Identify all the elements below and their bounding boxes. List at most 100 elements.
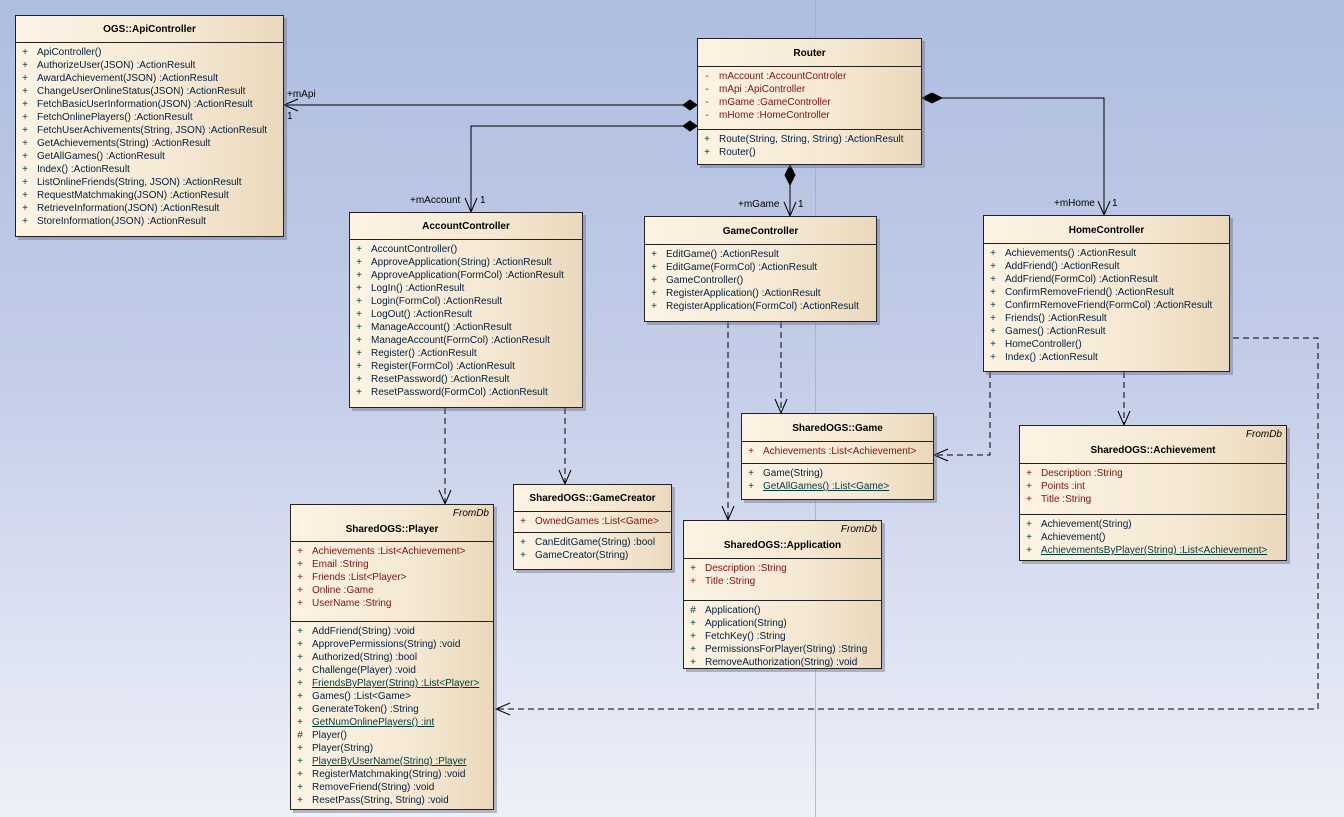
operation-row[interactable]: +Register() :ActionResult [350, 347, 582, 360]
dep-home-game[interactable] [934, 372, 991, 456]
operation-row[interactable]: +FetchUserAchivements(String, JSON) :Act… [16, 124, 283, 137]
class-game-creator[interactable]: SharedOGS::GameCreator +OwnedGames :List… [513, 484, 672, 570]
operation-row[interactable]: +ApproveApplication(FormCol) :ActionResu… [350, 269, 582, 282]
operation-row[interactable]: +Achievement() [1020, 531, 1286, 544]
operation-row[interactable]: +Games() :ActionResult [984, 325, 1229, 338]
class-api-controller[interactable]: OGS::ApiController +ApiController()+Auth… [15, 15, 284, 237]
operation-row[interactable]: +Achievements() :ActionResult [984, 247, 1229, 260]
operation-row[interactable]: +LogIn() :ActionResult [350, 282, 582, 295]
operation-row[interactable]: +GameController() [645, 274, 876, 287]
attribute-row[interactable]: +Description :String [1020, 467, 1286, 480]
operation-row[interactable]: +Friends() :ActionResult [984, 312, 1229, 325]
operation-row[interactable]: +GetNumOnlinePlayers() :int [291, 716, 493, 729]
operation-row[interactable]: +ResetPass(String, String) :void [291, 794, 493, 807]
class-game-controller[interactable]: GameController +EditGame() :ActionResult… [644, 216, 877, 322]
operation-row[interactable]: +CanEditGame(String) :bool [514, 536, 671, 549]
operation-row[interactable]: +AddFriend(String) :void [291, 625, 493, 638]
operation-row[interactable]: +ManageAccount(FormCol) :ActionResult [350, 334, 582, 347]
operation-row[interactable]: +FriendsByPlayer(String) :List<Player> [291, 677, 493, 690]
operation-row[interactable]: #Application() [684, 604, 881, 617]
operation-row[interactable]: +ChangeUserOnlineStatus(JSON) :ActionRes… [16, 85, 283, 98]
operation-row[interactable]: +RemoveFriend(String) :void [291, 781, 493, 794]
operation-row[interactable]: +ConfirmRemoveFriend(FormCol) :ActionRes… [984, 299, 1229, 312]
operation-row[interactable]: +AddFriend() :ActionResult [984, 260, 1229, 273]
assoc-router-game[interactable] [783, 163, 797, 218]
operation-row[interactable]: +EditGame(FormCol) :ActionResult [645, 261, 876, 274]
operation-row[interactable]: +Achievement(String) [1020, 518, 1286, 531]
assoc-router-home[interactable] [920, 92, 1111, 217]
assoc-router-api[interactable] [282, 98, 698, 112]
attribute-row[interactable]: +Description :String [684, 562, 881, 575]
attribute-row[interactable]: +Title :String [684, 575, 881, 588]
operation-row[interactable]: +RetrieveInformation(JSON) :ActionResult [16, 202, 283, 215]
operation-row[interactable]: +Challenge(Player) :void [291, 664, 493, 677]
operation-row[interactable]: +ManageAccount() :ActionResult [350, 321, 582, 334]
operation-row[interactable]: +ConfirmRemoveFriend() :ActionResult [984, 286, 1229, 299]
operation-row[interactable]: +AuthorizeUser(JSON) :ActionResult [16, 59, 283, 72]
operation-row[interactable]: +Router() [698, 146, 921, 159]
attribute-row[interactable]: -mApi :ApiController [698, 83, 921, 96]
attribute-row[interactable]: +Achievements :List<Achievement> [291, 545, 493, 558]
operation-row[interactable]: +Register(FormCol) :ActionResult [350, 360, 582, 373]
attribute-row[interactable]: +Achievements :List<Achievement> [742, 445, 933, 458]
operation-row[interactable]: +RegisterMatchmaking(String) :void [291, 768, 493, 781]
attribute-row[interactable]: +Email :String [291, 558, 493, 571]
attribute-row[interactable]: +UserName :String [291, 597, 493, 610]
operation-row[interactable]: +GetAllGames() :List<Game> [742, 480, 933, 493]
operation-row[interactable]: +ApiController() [16, 46, 283, 59]
class-account-controller[interactable]: AccountController +AccountController()+A… [349, 212, 583, 408]
operation-row[interactable]: +GetAllGames() :ActionResult [16, 150, 283, 163]
operation-row[interactable]: +AccountController() [350, 243, 582, 256]
dep-home-player[interactable] [496, 337, 1319, 710]
operation-row[interactable]: +PermissionsForPlayer(String) :String [684, 643, 881, 656]
assoc-router-account[interactable] [464, 120, 698, 214]
operation-row[interactable]: +Application(String) [684, 617, 881, 630]
operation-row[interactable]: +AwardAchievement(JSON) :ActionResult [16, 72, 283, 85]
operation-row[interactable]: +ListOnlineFriends(String, JSON) :Action… [16, 176, 283, 189]
operation-row[interactable]: +EditGame() :ActionResult [645, 248, 876, 261]
class-player[interactable]: FromDb SharedOGS::Player +Achievements :… [290, 504, 494, 810]
attribute-row[interactable]: +OwnedGames :List<Game> [514, 515, 671, 528]
attribute-row[interactable]: +Online :Game [291, 584, 493, 597]
attribute-row[interactable]: +Friends :List<Player> [291, 571, 493, 584]
operation-row[interactable]: +Games() :List<Game> [291, 690, 493, 703]
operation-row[interactable]: +Index() :ActionResult [16, 163, 283, 176]
operation-row[interactable]: +RemoveAuthorization(String) :void [684, 656, 881, 669]
attribute-row[interactable]: -mHome :HomeController [698, 109, 921, 122]
operation-row[interactable]: +Player(String) [291, 742, 493, 755]
operation-row[interactable]: +ApprovePermissions(String) :void [291, 638, 493, 651]
operation-row[interactable]: +StoreInformation(JSON) :ActionResult [16, 215, 283, 228]
class-home-controller[interactable]: HomeController +Achievements() :ActionRe… [983, 215, 1230, 372]
operation-row[interactable]: +GameCreator(String) [514, 549, 671, 562]
operation-row[interactable]: +Game(String) [742, 467, 933, 480]
operation-row[interactable]: +RegisterApplication(FormCol) :ActionRes… [645, 300, 876, 313]
attribute-row[interactable]: -mGame :GameController [698, 96, 921, 109]
operation-row[interactable]: +HomeController() [984, 338, 1229, 351]
operation-row[interactable]: +ResetPassword(FormCol) :ActionResult [350, 386, 582, 399]
operation-row[interactable]: +Authorized(String) :bool [291, 651, 493, 664]
operation-row[interactable]: +RequestMatchmaking(JSON) :ActionResult [16, 189, 283, 202]
operation-row[interactable]: +Index() :ActionResult [984, 351, 1229, 364]
operation-row[interactable]: +FetchKey() :String [684, 630, 881, 643]
operation-row[interactable]: +Login(FormCol) :ActionResult [350, 295, 582, 308]
operation-row[interactable]: +LogOut() :ActionResult [350, 308, 582, 321]
operation-row[interactable]: +AddFriend(FormCol) :ActionResult [984, 273, 1229, 286]
operation-row[interactable]: +GetAchievements(String) :ActionResult [16, 137, 283, 150]
class-achievement[interactable]: FromDb SharedOGS::Achievement +Descripti… [1019, 425, 1287, 561]
operation-row[interactable]: #Player() [291, 729, 493, 742]
operation-row[interactable]: +RegisterApplication() :ActionResult [645, 287, 876, 300]
operation-row[interactable]: +FetchBasicUserInformation(JSON) :Action… [16, 98, 283, 111]
operation-row[interactable]: +PlayerByUserName(String) :Player [291, 755, 493, 768]
operation-row[interactable]: +GenerateToken() :String [291, 703, 493, 716]
operation-row[interactable]: +FetchOnlinePlayers() :ActionResult [16, 111, 283, 124]
class-game[interactable]: SharedOGS::Game +Achievements :List<Achi… [741, 413, 934, 500]
attribute-row[interactable]: +Title :String [1020, 493, 1286, 506]
operation-row[interactable]: +Route(String, String, String) :ActionRe… [698, 133, 921, 146]
class-application[interactable]: FromDb SharedOGS::Application +Descripti… [683, 520, 882, 669]
operation-row[interactable]: +ApproveApplication(String) :ActionResul… [350, 256, 582, 269]
attribute-row[interactable]: -mAccount :AccountControler [698, 70, 921, 83]
operation-row[interactable]: +ResetPassword() :ActionResult [350, 373, 582, 386]
operation-row[interactable]: +AchievementsByPlayer(String) :List<Achi… [1020, 544, 1286, 557]
attribute-row[interactable]: +Points :int [1020, 480, 1286, 493]
class-router[interactable]: Router -mAccount :AccountControler-mApi … [697, 38, 922, 165]
